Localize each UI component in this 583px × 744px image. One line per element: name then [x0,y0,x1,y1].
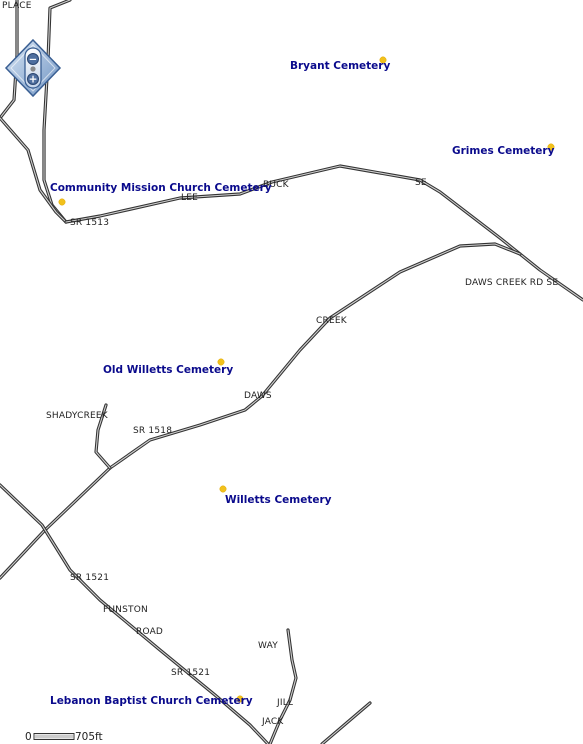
road-label-daws-creek-rd-se: DAWS CREEK RD SE [465,278,558,288]
road-label-sr-1521-south: SR 1521 [171,668,210,678]
zoom-in-icon[interactable]: + [29,74,38,86]
road-connector-west [0,116,68,224]
zoom-out-icon[interactable]: − [29,55,37,66]
cemeteries: Bryant Cemetery Grimes Cemetery Communit… [50,56,555,707]
road-label-way: WAY [258,641,278,651]
cemetery-old-willetts[interactable]: Old Willetts Cemetery [103,358,233,376]
zoom-out-button[interactable] [27,53,39,65]
cemetery-community-mission[interactable]: Community Mission Church Cemetery [50,182,272,206]
road-label-funston: FUNSTON [103,605,148,615]
scale-bar-end-label: 705ft [75,731,103,743]
cemetery-bryant[interactable]: Bryant Cemetery [290,56,390,72]
road-jack-east [320,701,372,744]
road-labels: PLACE BUCK SE LEE SR 1513 DAWS CREEK RD … [2,1,558,727]
cemetery-marker-icon[interactable] [217,358,225,366]
road-label-se: SE [415,178,427,188]
road-shadycreek [94,403,112,470]
zoom-in-button[interactable] [27,73,39,85]
cemetery-willetts[interactable]: Willetts Cemetery [219,485,332,506]
road-label-place: PLACE [2,1,32,11]
road-sr-1513 [64,164,583,302]
cemetery-marker-icon[interactable] [379,56,387,64]
road-label-sr-1521-north: SR 1521 [70,573,109,583]
cemetery-label-lebanon-baptist[interactable]: Lebanon Baptist Church Cemetery [50,695,253,707]
road-label-shadycreek: SHADYCREEK [46,411,109,421]
cemetery-marker-icon[interactable] [236,695,244,703]
road-label-lee: LEE [181,193,198,203]
road-way-jill [268,628,298,744]
road-label-jack: JACK [261,717,284,727]
cemetery-marker-icon[interactable] [219,485,227,493]
road-label-sr-1518: SR 1518 [133,426,172,436]
cemetery-label-community-mission[interactable]: Community Mission Church Cemetery [50,182,272,194]
road-label-creek: CREEK [316,316,348,326]
cemetery-label-old-willetts[interactable]: Old Willetts Cemetery [103,364,233,376]
scale-bar: 0 705ft [25,731,103,743]
cemetery-label-grimes[interactable]: Grimes Cemetery [452,145,555,157]
road-label-sr-1513: SR 1513 [70,218,109,228]
road-sr-1521 [0,483,270,744]
road-label-buck: BUCK [263,180,290,190]
zoom-slider-handle[interactable] [30,66,36,72]
cemetery-marker-icon[interactable] [547,143,555,151]
cemetery-grimes[interactable]: Grimes Cemetery [452,143,555,157]
cemetery-label-bryant[interactable]: Bryant Cemetery [290,60,390,72]
scale-bar-start-label: 0 [25,731,32,743]
road-label-jill: JILL [276,698,293,708]
zoom-control[interactable]: − + [0,38,62,98]
road-label-road: ROAD [136,627,163,637]
road-label-daws: DAWS [244,391,272,401]
cemetery-label-willetts[interactable]: Willetts Cemetery [225,494,332,506]
cemetery-marker-icon[interactable] [58,198,66,206]
cemetery-lebanon-baptist[interactable]: Lebanon Baptist Church Cemetery [50,695,253,707]
